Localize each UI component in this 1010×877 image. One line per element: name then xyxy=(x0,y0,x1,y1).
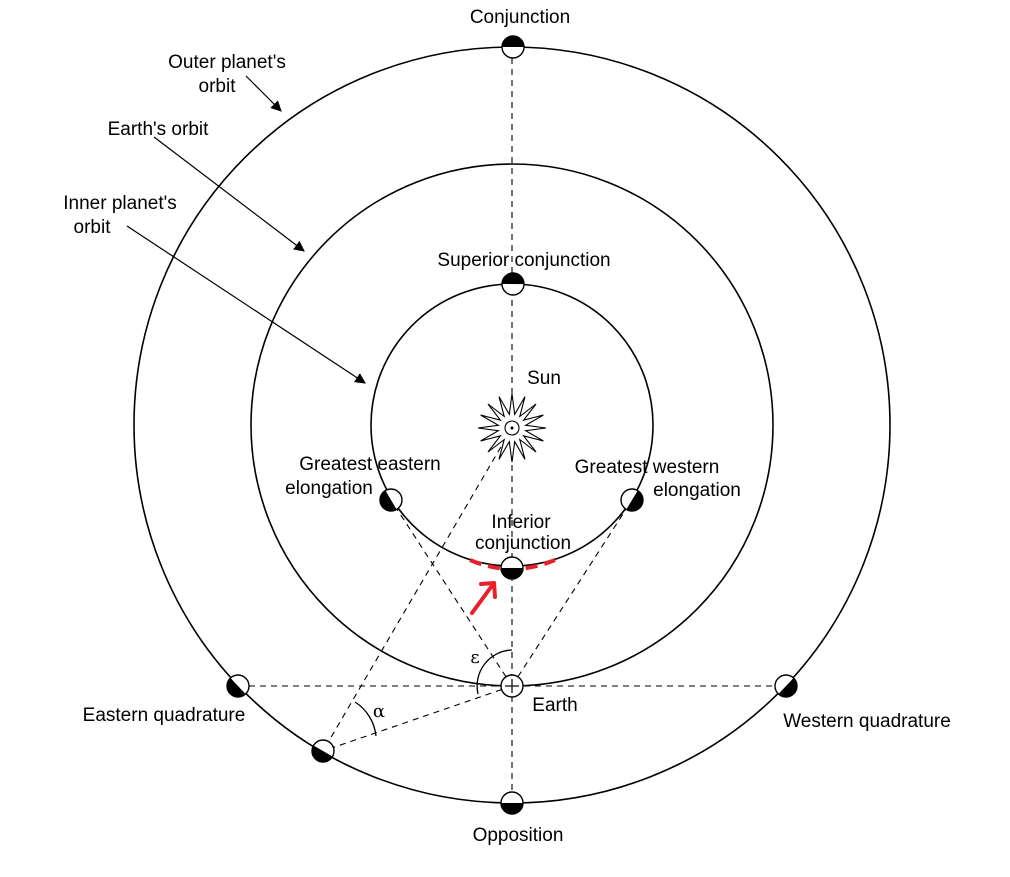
inferior-conjunction-label-line2: conjunction xyxy=(475,533,571,554)
outer-orbit-pointer-arrow xyxy=(245,75,282,112)
inferior-conjunction-label-line1: Inferior xyxy=(491,512,551,533)
greatest-eastern-label-line2: elongation xyxy=(285,478,373,499)
outer-orbit-label-line2: orbit xyxy=(199,76,237,97)
earth-icon xyxy=(500,674,524,698)
greatest-eastern-label-line1: Greatest eastern xyxy=(299,454,441,475)
outer-planet-alpha-icon xyxy=(311,739,335,763)
eastern-quadrature-planet-icon xyxy=(226,674,250,698)
eastern-quadrature-label: Eastern quadrature xyxy=(83,705,246,726)
alpha-angle-arc xyxy=(354,701,377,737)
inner-orbit-pointer-arrow xyxy=(126,225,366,384)
greatest-western-label-line1: Greatest western xyxy=(575,457,720,478)
western-quadrature-label: Western quadrature xyxy=(783,711,951,732)
earth-orbit-label: Earth's orbit xyxy=(108,119,210,140)
earth-label: Earth xyxy=(532,695,577,716)
sun-label: Sun xyxy=(527,368,561,389)
inner-orbit-label-line1: Inner planet's xyxy=(63,193,176,214)
highlight-arrow xyxy=(470,581,497,615)
greatest-western-label-line2: elongation xyxy=(653,480,741,501)
inferior-conjunction-planet-icon xyxy=(500,556,524,580)
eastern-elongation-planet-icon xyxy=(379,488,403,512)
superior-conjunction-planet-icon xyxy=(501,272,525,296)
western-quadrature-planet-icon xyxy=(774,674,798,698)
epsilon-label: ε xyxy=(470,647,479,668)
earth-to-eastern-elongation-line xyxy=(390,499,513,687)
opposition-planet-icon xyxy=(500,791,524,815)
epsilon-angle-arc xyxy=(476,649,513,695)
earth-to-western-elongation-line xyxy=(511,499,633,687)
earth-to-outer-planet-line xyxy=(322,685,513,752)
label-arrows xyxy=(126,75,366,384)
alpha-label: α xyxy=(373,701,385,722)
earth-orbit-pointer-arrow xyxy=(153,136,305,252)
sun-icon xyxy=(477,393,547,463)
superior-conjunction-label: Superior conjunction xyxy=(437,250,610,271)
outer-orbit-label-line1: Outer planet's xyxy=(168,52,286,73)
conjunction-label: Conjunction xyxy=(470,7,570,28)
conjunction-planet-icon xyxy=(501,35,525,59)
sun-to-outer-planet-line xyxy=(322,427,513,752)
western-elongation-planet-icon xyxy=(620,488,644,512)
opposition-label: Opposition xyxy=(473,825,564,846)
inner-orbit-label-line2: orbit xyxy=(74,217,112,238)
